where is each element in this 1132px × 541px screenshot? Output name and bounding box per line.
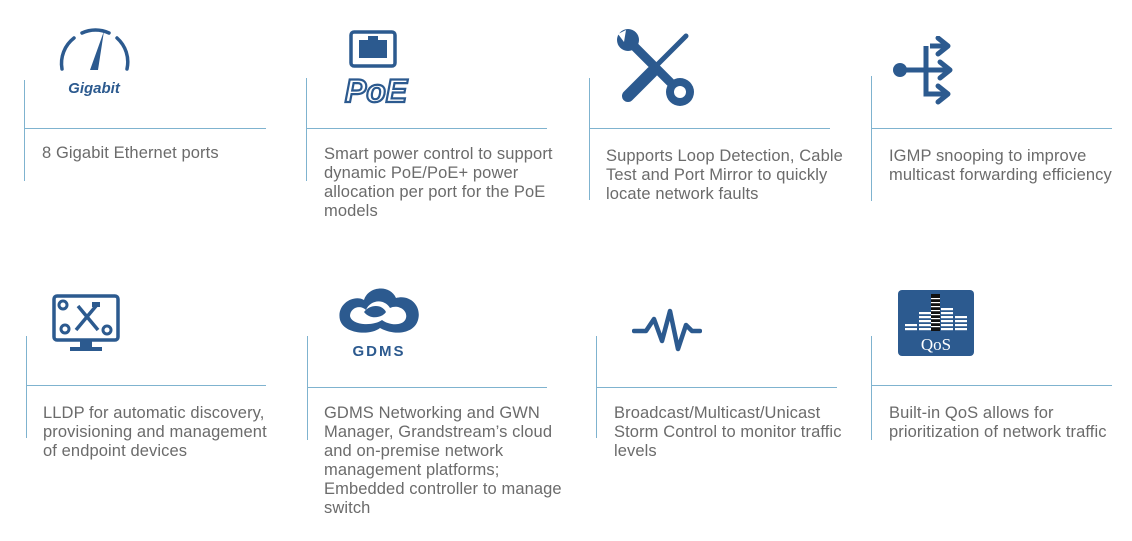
feature-text-gigabit: 8 Gigabit Ethernet ports: [42, 144, 219, 162]
monitor-tools-icon: [52, 294, 120, 354]
feature-text-storm: Broadcast/Multicast/Unicast Storm Contro…: [614, 404, 842, 460]
feature-text-tools: Supports Loop Detection, Cable Test and …: [606, 147, 843, 203]
feature-text-multicast: IGMP snooping to improve multicast forwa…: [889, 147, 1112, 184]
gdms-cloud-logo-icon: GDMS: [334, 282, 424, 360]
gigabit-speedometer-icon: Gigabit: [52, 24, 137, 99]
feature-text-qos: Built-in QoS allows for prioritization o…: [889, 404, 1107, 441]
poe-port-icon: PoE: [340, 30, 412, 110]
gdms-logo-label: GDMS: [353, 343, 406, 360]
wrench-screwdriver-icon: [614, 28, 696, 108]
gigabit-logo-label: Gigabit: [68, 80, 121, 97]
qos-equalizer-icon: QoS: [898, 290, 974, 356]
feature-text-lldp: LLDP for automatic discovery, provisioni…: [43, 404, 267, 460]
poe-logo-label: PoE: [345, 73, 409, 106]
feature-text-poe: Smart power control to support dynamic P…: [324, 145, 553, 220]
multicast-arrows-icon: [890, 35, 956, 106]
qos-logo-label: QoS: [921, 335, 951, 354]
waveform-icon: [631, 305, 703, 353]
feature-text-gdms: GDMS Networking and GWN Manager, Grandst…: [324, 404, 562, 517]
